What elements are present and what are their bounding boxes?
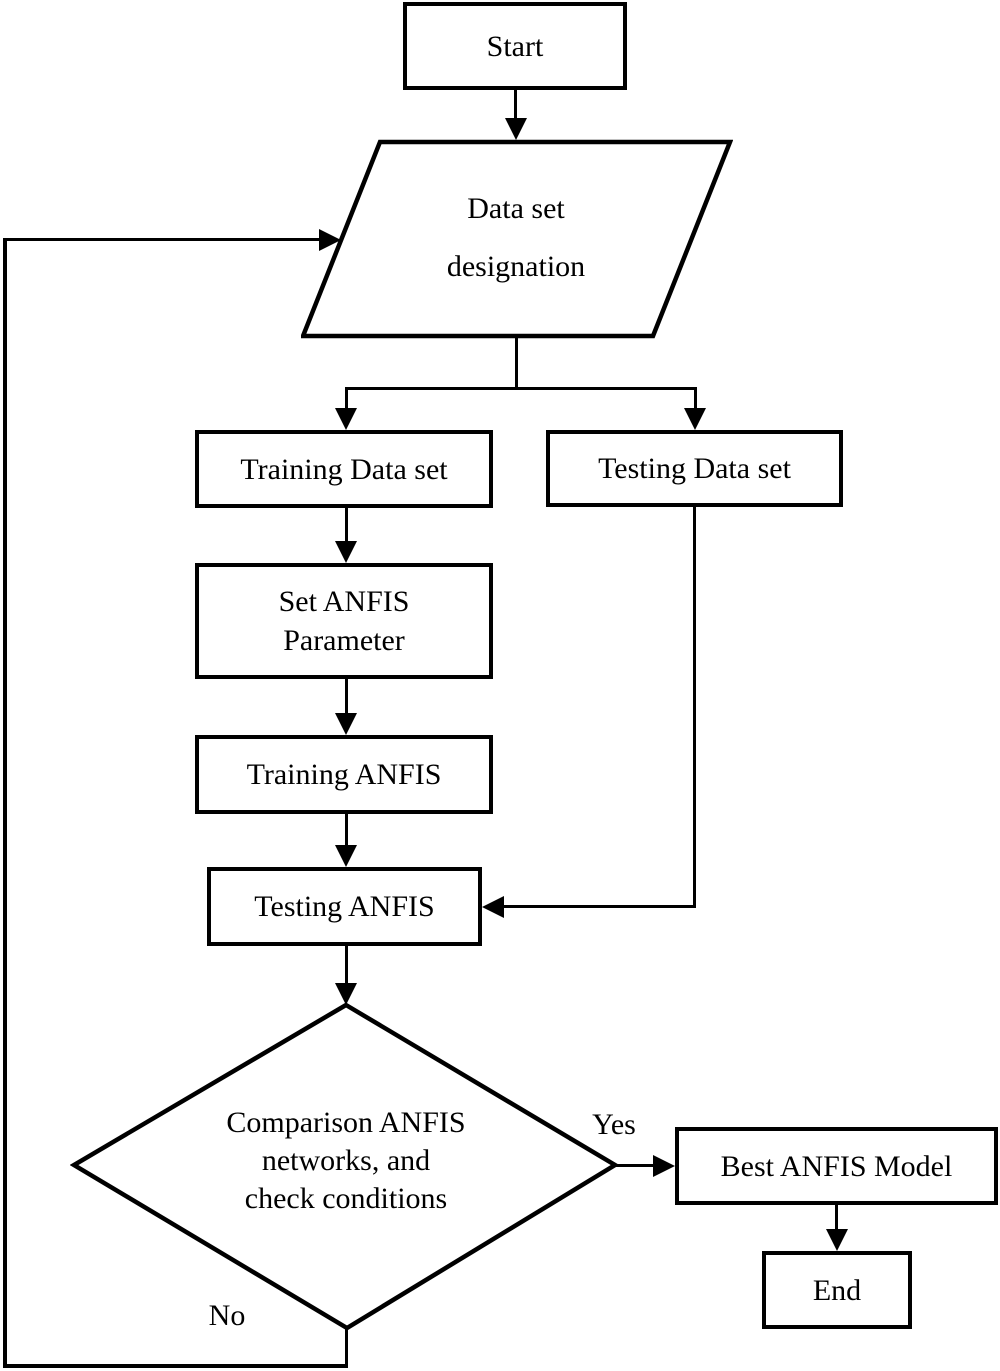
edge-split-horizontal-line [345,387,697,390]
yes-edge-label: Yes [592,1108,636,1141]
arrowhead-no-feedback [319,229,341,251]
edge-best-model-end-line [835,1204,838,1231]
arrowhead-testing-data-testing-anfis [482,896,504,918]
node-data-set-designation-label: Data set designation [446,192,586,283]
arrowhead-start-designation [505,118,527,140]
edge-no-bottom-line [3,1364,348,1368]
edge-testing-data-testing-anfis-line [502,905,696,908]
arrowhead-split-training [335,408,357,430]
node-testing-anfis-label: Testing ANFIS [254,890,435,923]
arrowhead-best-model-end [826,1229,848,1251]
node-set-anfis-parameter: Set ANFIS Parameter [195,563,493,679]
parallelogram-shape [301,139,733,339]
edge-start-designation-line [514,89,517,122]
comparison-decision-diamond [70,1002,620,1331]
node-testing-data-set-label: Testing Data set [598,452,791,485]
no-edge-label: No [208,1299,246,1332]
node-training-anfis: Training ANFIS [195,735,493,814]
edge-testing-anfis-decision-line [345,943,348,986]
edge-no-left-vertical-line [3,238,7,1368]
edge-training-data-parameter-line [345,505,348,545]
arrowhead-training-data-parameter [335,541,357,563]
edge-split-testing-line [694,388,697,412]
data-set-designation-parallelogram [301,139,733,339]
node-end-label: End [812,1273,862,1307]
edge-designation-split-line [515,336,518,390]
edge-training-anfis-testing-anfis-line [345,811,348,848]
arrowhead-yes-best-model [653,1155,675,1177]
node-start-label: Start [486,29,544,63]
diamond-shape [70,1002,620,1331]
node-start: Start [403,2,627,90]
edge-no-down-line [345,1328,348,1368]
arrowhead-training-anfis-testing-anfis [335,845,357,867]
node-testing-anfis: Testing ANFIS [207,867,482,946]
edge-testing-data-vertical-line [693,506,696,908]
node-training-anfis-label: Training ANFIS [246,758,442,791]
node-best-anfis-model-label: Best ANFIS Model [720,1149,953,1183]
node-best-anfis-model: Best ANFIS Model [675,1127,998,1205]
node-training-data-set: Training Data set [195,430,493,508]
edge-parameter-training-anfis-line [345,676,348,716]
node-testing-data-set: Testing Data set [546,430,843,507]
node-training-data-set-label: Training Data set [240,452,448,486]
arrowhead-testing-anfis-decision [335,983,357,1005]
node-set-anfis-parameter-label: Set ANFIS Parameter [278,585,410,657]
edge-no-feedback-line [3,238,321,241]
edge-yes-line [613,1164,655,1167]
edge-split-training-line [345,388,348,412]
node-comparison-decision-label: Comparison ANFIS networks, and check con… [226,1105,466,1215]
arrowhead-split-testing [684,408,706,430]
arrowhead-parameter-training-anfis [335,713,357,735]
node-end: End [762,1251,912,1329]
